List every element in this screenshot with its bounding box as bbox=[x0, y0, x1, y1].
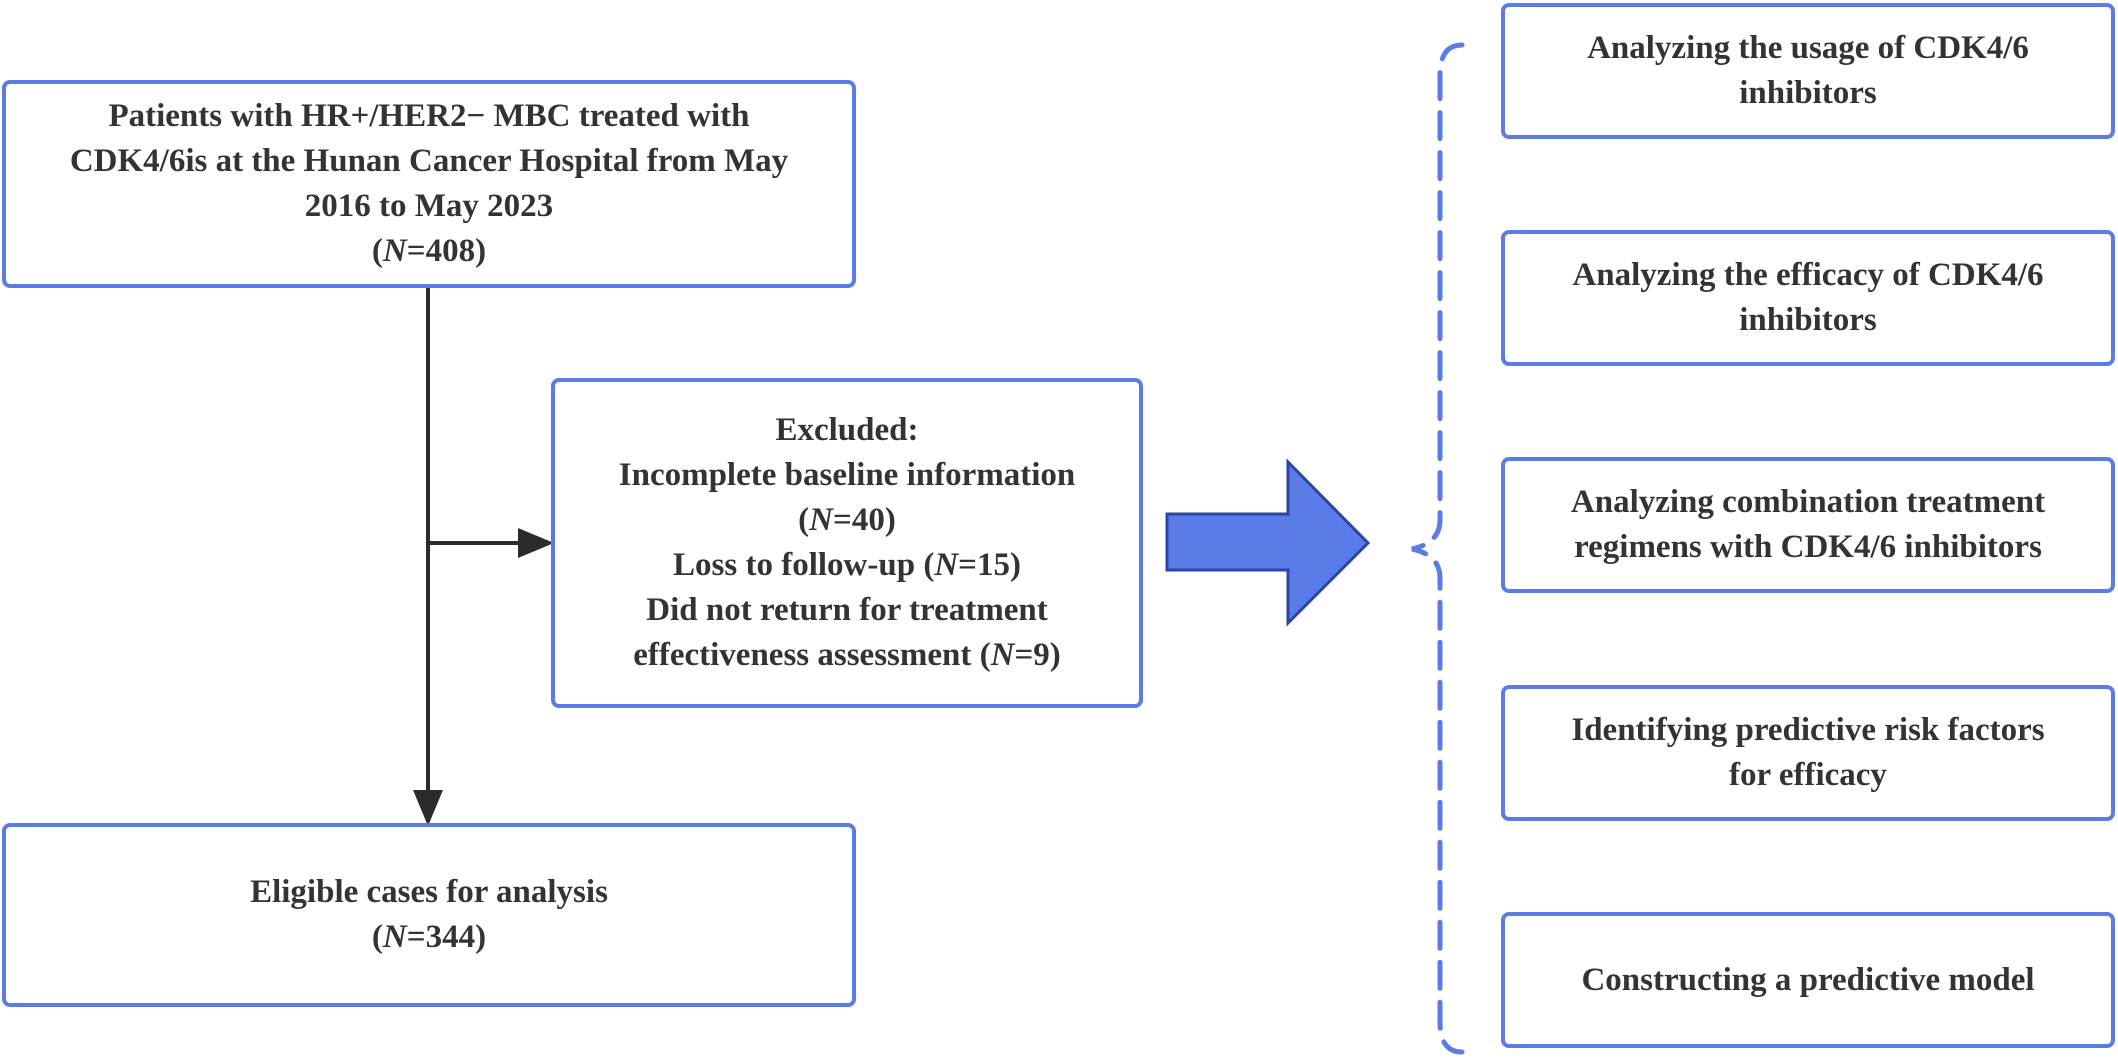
right-arrowhead bbox=[518, 528, 554, 558]
patients-count: (N=408) bbox=[371, 233, 487, 269]
analysis-box-risk-factors: Identifying predictive risk factors for … bbox=[1501, 685, 2115, 821]
analysis-risk-factors-line-1: Identifying predictive risk factors bbox=[1571, 712, 2045, 748]
analysis-risk-factors-line-2: for efficacy bbox=[1729, 757, 1887, 793]
dashed-brace bbox=[1411, 42, 1465, 1055]
patients-line-2: CDK4/6is at the Hunan Cancer Hospital fr… bbox=[69, 143, 789, 179]
excluded-reason-return-line-2: effectiveness assessment (N=9) bbox=[633, 637, 1061, 673]
analysis-box-usage: Analyzing the usage of CDK4/6 inhibitors bbox=[1501, 3, 2115, 139]
excluded-heading: Excluded: bbox=[775, 412, 919, 448]
excluded-box: Excluded: Incomplete baseline informatio… bbox=[551, 378, 1143, 708]
analysis-box-efficacy: Analyzing the efficacy of CDK4/6 inhibit… bbox=[1501, 230, 2115, 366]
excluded-reason-baseline-count: (N=40) bbox=[798, 502, 896, 538]
analysis-usage-line-2: inhibitors bbox=[1739, 75, 1877, 111]
analysis-usage-line-1: Analyzing the usage of CDK4/6 bbox=[1587, 30, 2029, 66]
patients-box: Patients with HR+/HER2− MBC treated with… bbox=[2, 80, 856, 288]
analysis-efficacy-line-1: Analyzing the efficacy of CDK4/6 bbox=[1572, 257, 2044, 293]
analysis-efficacy-line-2: inhibitors bbox=[1739, 302, 1877, 338]
down-arrowhead bbox=[413, 790, 443, 826]
analysis-combination-line-2: regimens with CDK4/6 inhibitors bbox=[1574, 529, 2042, 565]
patients-line-1: Patients with HR+/HER2− MBC treated with bbox=[108, 98, 750, 134]
analysis-model-line-1: Constructing a predictive model bbox=[1581, 961, 2035, 998]
analysis-combination-line-1: Analyzing combination treatment bbox=[1570, 484, 2046, 520]
excluded-reason-followup: Loss to follow-up (N=15) bbox=[673, 547, 1021, 583]
eligible-label: Eligible cases for analysis bbox=[250, 874, 608, 910]
patients-line-3: 2016 to May 2023 bbox=[304, 188, 554, 224]
analysis-box-combination: Analyzing combination treatment regimens… bbox=[1501, 457, 2115, 593]
eligible-count: (N=344) bbox=[371, 919, 487, 955]
excluded-reason-baseline: Incomplete baseline information bbox=[618, 457, 1076, 493]
analysis-box-model: Constructing a predictive model bbox=[1501, 912, 2115, 1048]
eligible-box: Eligible cases for analysis (N=344) bbox=[2, 823, 856, 1007]
excluded-reason-return-line-1: Did not return for treatment bbox=[646, 592, 1048, 628]
big-right-arrow bbox=[1165, 458, 1371, 627]
